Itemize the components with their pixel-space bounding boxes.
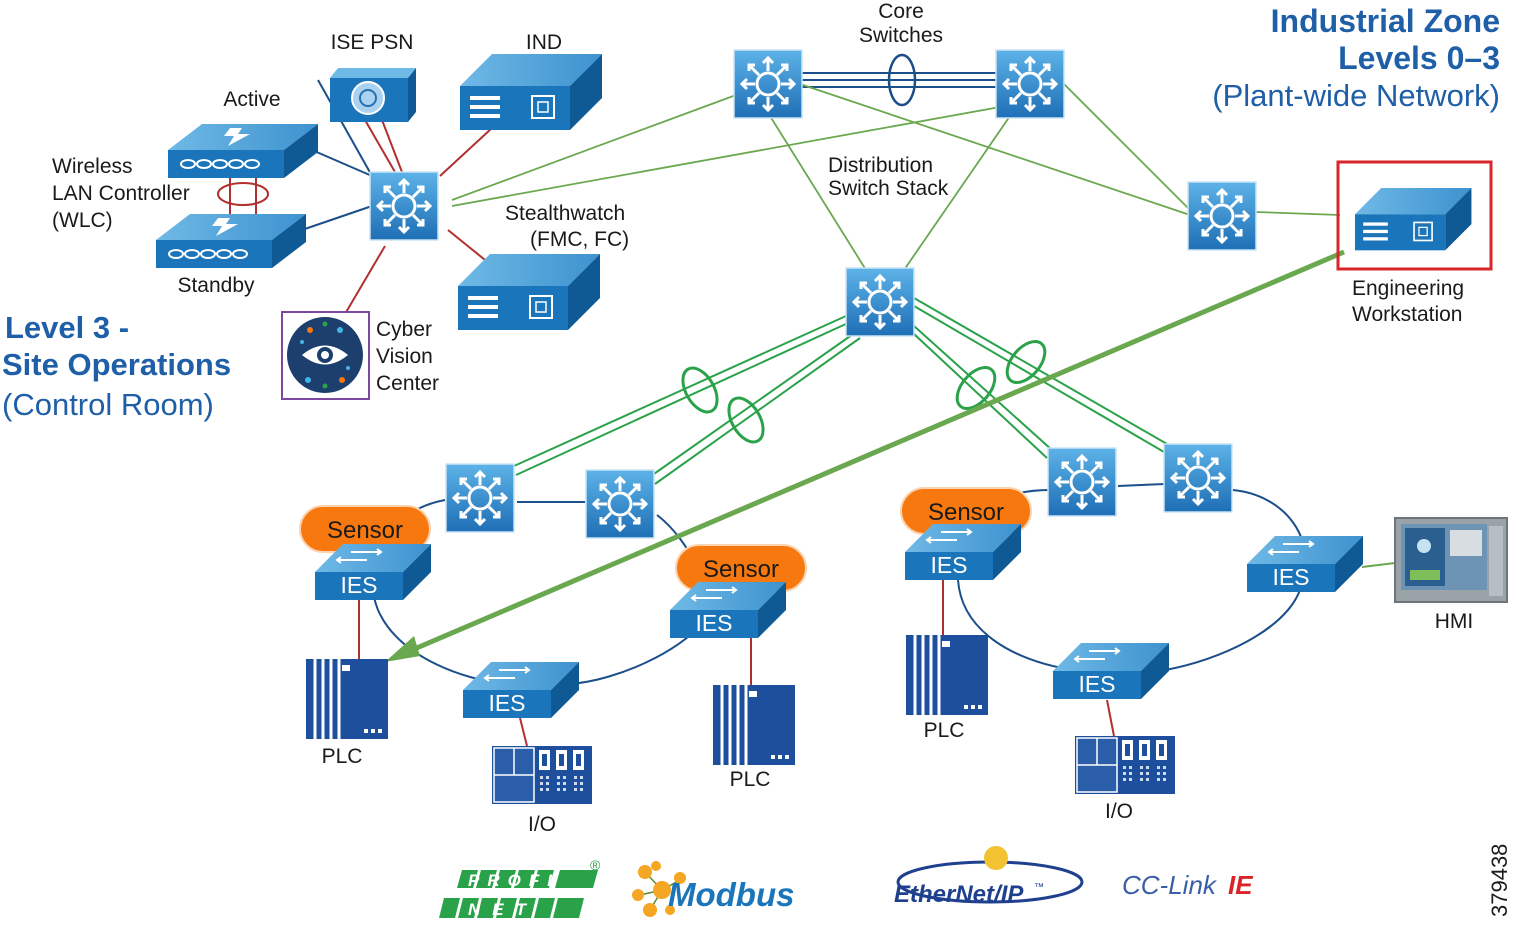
- ethernetip-logo: EtherNet/IP ™: [894, 846, 1084, 908]
- ies-label-2: IES: [695, 610, 732, 636]
- wlc-standby-icon[interactable]: [155, 213, 307, 269]
- figure-id: 379438: [1487, 844, 1512, 917]
- plc-right-label: PLC: [924, 719, 965, 742]
- plc-mid-label: PLC: [730, 768, 771, 791]
- cyber-vision-eye-icon: [300, 321, 350, 389]
- profinet-registered-mark: ®: [590, 857, 601, 873]
- core-etherchannel: [887, 53, 917, 107]
- zone-title-block: Industrial Zone Levels 0–3 (Plant-wide N…: [1212, 3, 1500, 113]
- cclink-text: CC-Link: [1122, 870, 1218, 900]
- ies-switch-2-icon[interactable]: IES: [669, 581, 787, 639]
- wlc-label-2: LAN Controller: [52, 182, 190, 205]
- stealthwatch-label-1: Stealthwatch: [505, 202, 625, 225]
- ies-switch-5-icon[interactable]: IES: [1246, 535, 1364, 593]
- plc-mid-icon[interactable]: [711, 683, 797, 767]
- ise-psn-label: ISE PSN: [331, 31, 414, 54]
- etherchannel-ring1-a: [681, 366, 719, 414]
- wlc-label-1: Wireless: [52, 155, 133, 178]
- cyber-label-2: Vision: [376, 345, 433, 368]
- distribution-switch-router-icon[interactable]: [844, 266, 916, 338]
- cclink-logo: CC-Link IE: [1122, 870, 1253, 900]
- hmi-panel-icon[interactable]: [1394, 517, 1508, 603]
- ies-switch-6-icon[interactable]: IES: [1052, 642, 1170, 700]
- level-subtitle: (Control Room): [2, 387, 214, 422]
- stealthwatch-label-2: (FMC, FC): [530, 228, 629, 251]
- eng-label-2: Workstation: [1352, 303, 1463, 326]
- engineering-flow-arrow: [411, 249, 1345, 653]
- dist-label-2: Switch Stack: [828, 177, 949, 200]
- ring2-switch-b-router-icon[interactable]: [1162, 442, 1234, 514]
- ind-label: IND: [526, 31, 562, 54]
- cyber-vision-center-device[interactable]: [281, 311, 370, 400]
- ies-label-1: IES: [340, 572, 377, 598]
- core-label-1: Core: [878, 0, 924, 23]
- io-left-module-icon[interactable]: [491, 745, 593, 805]
- modbus-logo: Modbus: [632, 861, 794, 917]
- ind-appliance-icon[interactable]: [459, 53, 603, 131]
- ies-switch-3-icon[interactable]: IES: [462, 661, 580, 719]
- cyber-label-3: Center: [376, 372, 439, 395]
- profinet-logo: PROFI NET ®: [439, 857, 601, 919]
- plc-left-label: PLC: [322, 745, 363, 768]
- zone-title-line2: Levels 0–3: [1338, 40, 1500, 76]
- zone-title-line1: Industrial Zone: [1271, 3, 1500, 39]
- ies-switch-1-icon[interactable]: IES: [314, 543, 432, 601]
- ies-label-4: IES: [930, 552, 967, 578]
- sensor-badge-2: Sensor: [675, 544, 807, 592]
- sensor-label-1: Sensor: [327, 517, 403, 544]
- sensor-label-2: Sensor: [703, 556, 779, 583]
- plc-left-icon[interactable]: [304, 657, 390, 741]
- zone-subtitle: (Plant-wide Network): [1212, 78, 1500, 113]
- ise-psn-device[interactable]: [330, 68, 416, 122]
- level-title-line1: Level 3 -: [5, 310, 129, 345]
- profinet-bottom-text: NET: [468, 900, 538, 919]
- cclink-ie-text: IE: [1228, 870, 1253, 900]
- ies-label-6: IES: [1078, 671, 1115, 697]
- core-label-2: Switches: [859, 24, 943, 47]
- ethernetip-tm-mark: ™: [1034, 882, 1044, 893]
- stealthwatch-appliance-icon[interactable]: [457, 253, 601, 331]
- ring2-switch-a-router-icon[interactable]: [1046, 446, 1118, 518]
- wlc-active-icon[interactable]: [167, 123, 319, 179]
- modbus-text: Modbus: [668, 876, 794, 913]
- io-right-module-icon[interactable]: [1074, 735, 1176, 795]
- ies-label-3: IES: [488, 690, 525, 716]
- ies-label-5: IES: [1272, 564, 1309, 590]
- io-right-label: I/O: [1105, 800, 1133, 823]
- sensor-label-3: Sensor: [928, 499, 1004, 526]
- plc-right-icon[interactable]: [904, 633, 990, 717]
- wlc-label-3: (WLC): [52, 209, 113, 232]
- level-title-line2: Site Operations: [2, 347, 231, 382]
- hmi-label: HMI: [1435, 610, 1474, 633]
- etherchannel-ring1-b: [727, 396, 765, 444]
- ethernetip-text: EtherNet/IP: [894, 881, 1024, 908]
- etherchannel-ring2-b: [1005, 340, 1047, 384]
- core-switch-2-router-icon[interactable]: [994, 48, 1066, 120]
- dist-label-1: Distribution: [828, 154, 933, 177]
- access-switch-router-icon[interactable]: [1186, 180, 1258, 252]
- standby-label: Standby: [177, 274, 255, 297]
- level-title-block: Level 3 - Site Operations (Control Room): [2, 310, 231, 422]
- flow-arrowhead: [385, 636, 420, 662]
- profinet-top-text: PROFI: [468, 871, 560, 890]
- active-label: Active: [223, 88, 280, 111]
- links-layer: [217, 53, 1396, 747]
- engineering-highlight-box: [1336, 160, 1493, 271]
- core-switch-1-router-icon[interactable]: [732, 48, 804, 120]
- ring1-switch-b-router-icon[interactable]: [584, 468, 656, 540]
- io-left-label: I/O: [528, 813, 556, 836]
- engineering-workstation-appliance-icon[interactable]: [1354, 187, 1473, 252]
- eng-label-1: Engineering: [1352, 277, 1464, 300]
- ise-globe-icon: [351, 81, 385, 115]
- cyber-label-1: Cyber: [376, 318, 432, 341]
- ies-switch-4-icon[interactable]: IES: [904, 523, 1022, 581]
- level3-switch-router-icon[interactable]: [368, 170, 440, 242]
- ring1-switch-a-router-icon[interactable]: [444, 462, 516, 534]
- sensor-badge-3: Sensor: [900, 487, 1032, 535]
- etherchannel-ring2-a: [955, 366, 997, 410]
